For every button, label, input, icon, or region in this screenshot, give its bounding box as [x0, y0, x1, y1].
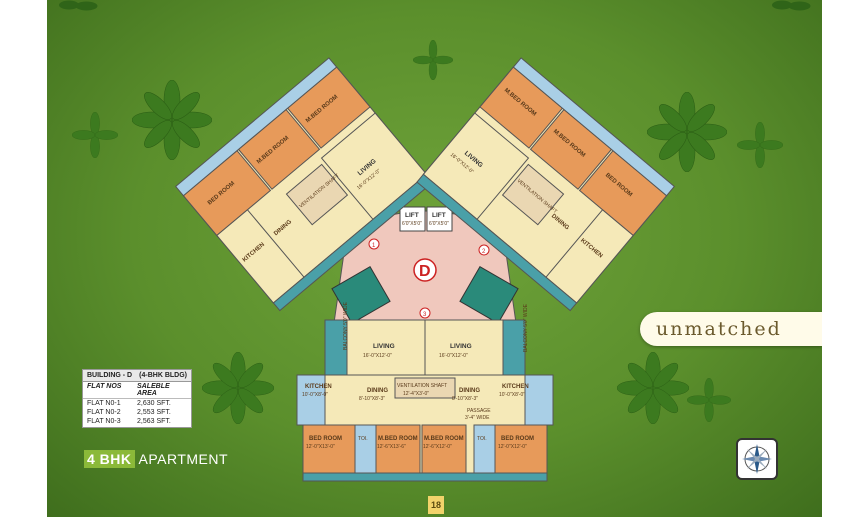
bottom-bed2-size: 12'-6"X13'-6": [377, 444, 406, 450]
bottom-vent-size: 12'-4"X3'-0": [403, 391, 429, 397]
site-plan-panel: LIFT 6'0"X5'0" LIFT 6'0"X5'0" D 1 2 3: [47, 0, 822, 517]
flat-no: FLAT N0-3: [87, 418, 121, 425]
apartment-title: 4 BHK APARTMENT: [84, 449, 228, 469]
col-area-header: SALEBLE AREA: [137, 383, 170, 397]
bottom-dining1-label: DINING: [367, 388, 388, 394]
brand-tagline: unmatched: [640, 312, 822, 346]
bottom-kitchen2-label: KITCHEN: [502, 384, 529, 390]
palm-tree-icon: [72, 112, 118, 158]
palm-tree-icon: [202, 352, 274, 424]
bottom-vent-label: VENTILATION SHAFT: [397, 383, 447, 389]
palm-tree-icon: [59, 0, 98, 11]
bottom-bed4-size: 12'-0"X12'-0": [498, 444, 527, 450]
tagline-text: unmatched: [656, 318, 782, 340]
bottom-dining2-size: 8'-10"X8'-3": [452, 396, 478, 402]
flat-area: 2,553 SFT.: [137, 409, 171, 416]
lift-1-size: 6'0"X5'0": [402, 221, 422, 227]
bottom-bed1-label: BED ROOM: [309, 436, 342, 442]
bottom-passage-size: 3'-4" WIDE: [465, 415, 490, 421]
staircase-right: [459, 265, 519, 325]
bottom-living1-label: LIVING: [373, 343, 395, 350]
bottom-toi-right: TOI.: [477, 436, 487, 442]
palm-tree-icon: [737, 122, 783, 168]
palm-tree-icon: [647, 92, 727, 172]
staircase-left: [331, 265, 391, 325]
bottom-kitchen1-size: 10'-0"X8'-0": [302, 392, 328, 398]
bottom-toi-left: TOI.: [358, 436, 368, 442]
building-type: (4-BHK BLDG): [139, 372, 187, 379]
flat-area: 2,563 SFT.: [137, 418, 171, 425]
lift-2: [426, 206, 453, 232]
bottom-balcony-right: BALCONY 5'0" WIDE: [523, 303, 529, 352]
lift-2-size: 6'0"X5'0": [429, 221, 449, 227]
col-flat-header: FLAT NOS: [87, 383, 122, 390]
bottom-bed1-size: 12'-0"X13'-0": [306, 444, 335, 450]
table-row: FLAT N0-3 2,563 SFT.: [83, 417, 191, 426]
palm-tree-icon: [772, 0, 811, 11]
compass-rose-icon: [742, 444, 772, 474]
lift-1-label: LIFT: [405, 212, 419, 219]
bottom-kitchen2-size: 10'-0"X8'-0": [499, 392, 525, 398]
right-wing: M.BED ROOM M.BED ROOM BED ROOM KITCHEN D…: [416, 57, 676, 312]
table-row: FLAT N0-1 2,630 SFT.: [83, 399, 191, 408]
bottom-bed3-size: 12'-6"X12'-0": [423, 444, 452, 450]
bottom-dining2-label: DINING: [459, 388, 480, 394]
lift-1: [399, 206, 426, 232]
bottom-dining1-size: 8'-10"X8'-3": [359, 396, 385, 402]
building-name: BUILDING - D: [87, 372, 133, 379]
lift-2-label: LIFT: [432, 212, 446, 219]
building-letter: D: [419, 263, 431, 280]
palm-tree-icon: [413, 40, 453, 80]
flat-no: FLAT N0-2: [87, 409, 121, 416]
bottom-wing: BALCONY 5'0" WIDE BALCONY 5'0" WIDE LIVI…: [296, 301, 554, 482]
area-table-col-headers: FLAT NOS SALEBLE AREA: [83, 382, 191, 399]
flat-no: FLAT N0-1: [87, 400, 121, 407]
apartment-label: APARTMENT: [138, 451, 229, 467]
floor-plan: LIFT 6'0"X5'0" LIFT 6'0"X5'0" D 1 2 3: [174, 57, 676, 482]
bottom-living2-size: 16'-0"X12'-0": [439, 353, 468, 359]
bottom-kitchen1-label: KITCHEN: [305, 384, 332, 390]
bottom-living1-size: 16'-0"X12'-0": [363, 353, 392, 359]
building-marker: [413, 258, 437, 282]
left-wing: BED ROOM M.BED ROOM M.BED ROOM KITCHEN D…: [174, 57, 434, 312]
flat-area: 2,630 SFT.: [137, 400, 171, 407]
area-table-header: BUILDING - D (4-BHK BLDG): [83, 370, 191, 382]
bottom-bed3-label: M.BED ROOM: [424, 436, 464, 442]
table-row: FLAT N0-2 2,553 SFT.: [83, 408, 191, 417]
bottom-living2-label: LIVING: [450, 343, 472, 350]
bottom-bed4-label: BED ROOM: [501, 436, 534, 442]
flat-marker-3: 3: [423, 312, 427, 318]
bottom-balcony-left: BALCONY 5'0" WIDE: [343, 301, 349, 350]
page-number: 18: [428, 496, 444, 514]
flat-marker-1: 1: [372, 243, 376, 249]
palm-tree-icon: [617, 352, 689, 424]
flat-marker-2: 2: [482, 249, 486, 255]
compass-icon: [736, 438, 778, 480]
area-table: BUILDING - D (4-BHK BLDG) FLAT NOS SALEB…: [82, 369, 192, 428]
bottom-bed2-label: M.BED ROOM: [378, 436, 418, 442]
bottom-passage-label: PASSAGE: [467, 408, 491, 414]
palm-tree-icon: [687, 378, 731, 422]
palm-tree-icon: [132, 80, 212, 160]
apartment-bhk: 4 BHK: [84, 450, 135, 468]
